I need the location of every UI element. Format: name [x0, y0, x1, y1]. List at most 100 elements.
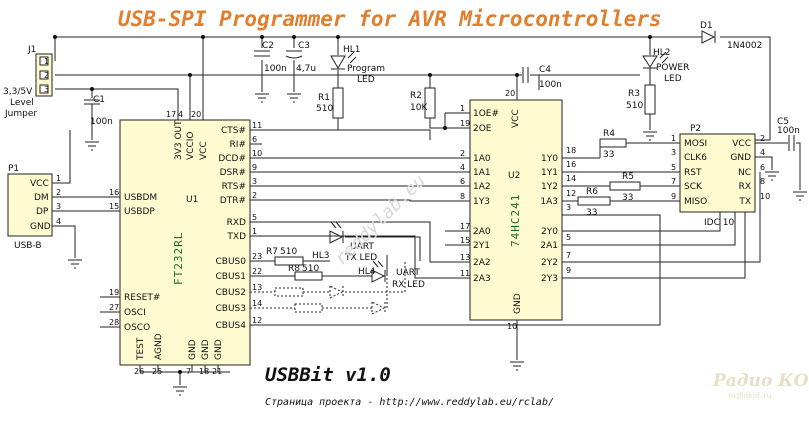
p1-num-2: 2 — [56, 188, 61, 197]
u2-right-pin-num: 16 — [566, 160, 576, 169]
j1-pin-1: 1 — [44, 57, 49, 66]
chip-u2-74hc241: U2 74HC241 VCC 20 GND 10 1OE#12OE191A021… — [460, 89, 576, 331]
u2-left-pin-label: 2A0 — [473, 227, 491, 237]
hl4-ref: HL4 — [358, 267, 376, 277]
u1-name: FT232RL — [172, 232, 185, 285]
wires — [52, 36, 801, 385]
u2-ref: U2 — [508, 171, 520, 181]
u1-top-pin-label: 3V3 OUT — [174, 120, 184, 160]
diode-d1: D1 1N4002 — [700, 21, 762, 51]
u2-left-pin-num: 19 — [460, 119, 470, 128]
r5-value: 33 — [622, 193, 633, 203]
u2-right-pin-num: 18 — [566, 146, 576, 155]
u1-right-pin-label: DTR# — [220, 196, 246, 206]
u2-left-pin-num: 11 — [460, 269, 470, 278]
u2-right-pin-label: 2Y3 — [541, 274, 558, 284]
r4-value: 33 — [603, 150, 614, 160]
u1-right-pin-num: 3 — [252, 177, 257, 186]
d1-value: 1N4002 — [727, 41, 762, 51]
u1-left-pin-label: OSCO — [124, 323, 150, 333]
p2-ref: P2 — [690, 124, 701, 134]
u1-right-pin-num: 23 — [252, 252, 262, 261]
u1-right-pin-label: TXD — [226, 232, 246, 242]
u2-left-pin-num: 17 — [460, 222, 470, 231]
p2-left-pin-label: MISO — [684, 197, 707, 207]
p1-pin-dp: DP — [36, 207, 49, 217]
r4-ref: R4 — [603, 129, 615, 139]
p2-left-pin-num: 9 — [671, 192, 676, 201]
u1-right-pin-label: CBUS0 — [216, 257, 247, 267]
r2-value: 10K — [410, 103, 428, 113]
u1-right-pin-num: 13 — [252, 283, 262, 292]
u2-left-pin-label: 1Y3 — [473, 197, 490, 207]
c4-ref: C4 — [539, 65, 551, 75]
u1-right-pin-num: 6 — [252, 135, 257, 144]
hl3-ref: HL3 — [312, 251, 330, 261]
u2-right-pin-label: 1Y2 — [541, 182, 558, 192]
p2-right-pin-num: 10 — [760, 192, 770, 201]
j1-label-2: Level — [10, 98, 34, 108]
u1-bottom-pin-num: 25 — [152, 367, 162, 376]
junction-dots — [53, 35, 652, 374]
p2-left-pin-label: CLK6 — [684, 153, 707, 163]
u2-left-pin-num: 13 — [460, 253, 470, 262]
u1-left-pin-num: 15 — [109, 202, 119, 211]
project-url: Страница проекта - http://www.reddylab.e… — [265, 397, 554, 408]
c1-value: 100n — [90, 117, 113, 127]
p2-left-pin-label: SCK — [684, 182, 703, 192]
c2-ref: C2 — [262, 41, 274, 51]
u1-bottom-pin-label: GND — [188, 339, 198, 360]
u2-left-pin-num: 2 — [460, 149, 465, 158]
r3-ref: R3 — [628, 89, 640, 99]
p1-caption: USB-B — [14, 241, 42, 251]
u2-right-pin-label: 1A3 — [540, 197, 558, 207]
u2-right-pin-num: 12 — [566, 189, 576, 198]
r8-ref: R8 — [288, 264, 300, 274]
u1-left-pin-num: 28 — [109, 318, 119, 327]
u1-bottom-pin-label: TEST — [136, 337, 146, 361]
u2-vcc-label: VCC — [511, 109, 521, 128]
p2-right-pin-label: VCC — [732, 139, 751, 149]
r6-value: 33 — [586, 208, 597, 218]
hl1-label-2: LED — [357, 75, 375, 85]
c5-value: 100n — [777, 126, 800, 136]
u1-right-pin-num: 9 — [252, 163, 257, 172]
u1-right-pin-num: 12 — [252, 316, 262, 325]
hl3-label-1: UART — [350, 242, 374, 252]
p2-left-pin-num: 1 — [671, 134, 676, 143]
r7-ref: R7 — [266, 247, 278, 257]
version-label: USBBit v1.0 — [265, 364, 391, 386]
hl2-label-1: POWER — [656, 63, 689, 73]
j1-pin-2: 2 — [44, 71, 49, 80]
u1-top-pin-label: VCCIO — [186, 132, 196, 160]
u1-right-pin-label: RXD — [227, 218, 246, 228]
p2-left-pin-num: 3 — [671, 148, 676, 157]
leds: HL1 Program LED HL2 POWER LED HL3 UART T… — [312, 45, 689, 315]
u1-right-pin-label: CTS# — [221, 126, 246, 136]
c5-ref: C5 — [777, 117, 789, 127]
u1-right-pin-num: 1 — [252, 227, 257, 236]
u1-left-pin-label: USBDP — [124, 207, 155, 217]
r5-ref: R5 — [622, 172, 634, 182]
u1-right-pin-label: RTS# — [222, 182, 246, 192]
u2-left-pin-label: 1A0 — [473, 154, 491, 164]
p1-ref: P1 — [8, 164, 19, 174]
u2-left-pin-label: 2Y1 — [473, 241, 490, 251]
u2-left-pin-label: 1A1 — [473, 168, 491, 178]
p2-right-pin-num: 2 — [760, 134, 765, 143]
p2-right-pin-label: NC — [738, 168, 751, 178]
p1-pin-dm: DM — [34, 193, 49, 203]
j1-label-3: Jumper — [4, 109, 37, 119]
u1-bottom-pin-num: 26 — [134, 367, 144, 376]
u2-left-pin-num: 15 — [460, 236, 470, 245]
u1-bottom-pin-label: GND — [201, 339, 211, 360]
u1-right-pin-num: 11 — [252, 121, 262, 130]
p1-pin-gnd: GND — [30, 222, 51, 232]
hl4-label-1: UART — [396, 268, 420, 278]
p1-num-4: 4 — [56, 217, 61, 226]
r8-value: 510 — [302, 264, 319, 274]
u2-left-pin-num: 1 — [460, 104, 465, 113]
u1-bottom-pin-num: 7 — [186, 367, 191, 376]
